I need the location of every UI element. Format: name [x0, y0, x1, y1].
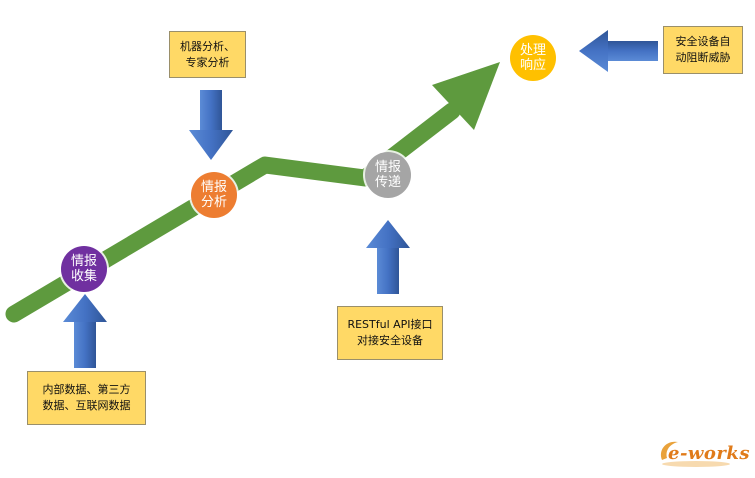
node-intel-collect: 情报 收集: [61, 246, 107, 292]
eworks-logo-text: e-works: [668, 443, 751, 464]
node-respond: 处理 响应: [510, 35, 556, 81]
note-auto-block: 安全设备自 动阻断威胁: [663, 26, 743, 74]
node-intel-transmit-line1: 情报: [374, 160, 401, 175]
note-analysis-methods-line2: 专家分析: [185, 55, 230, 69]
note-data-sources-line2: 数据、互联网数据: [42, 399, 131, 412]
down-arrow-analysis-icon: [189, 90, 233, 160]
note-auto-block-line1: 安全设备自: [675, 35, 731, 48]
note-restful-api: RESTful API接口 对接安全设备: [337, 306, 443, 360]
node-respond-line1: 处理: [519, 43, 546, 58]
up-arrow-api-icon: [366, 220, 410, 294]
note-analysis-methods-line1: 机器分析、: [180, 39, 235, 53]
note-data-sources: 内部数据、第三方 数据、互联网数据: [27, 371, 146, 425]
node-intel-transmit-line2: 传递: [374, 175, 401, 190]
progress-path: [5, 102, 461, 323]
node-intel-analyze-line2: 分析: [200, 195, 227, 210]
left-arrow-block-icon: [579, 30, 658, 72]
note-analysis-methods: 机器分析、 专家分析: [169, 31, 246, 78]
note-restful-api-line2: 对接安全设备: [357, 334, 423, 347]
progress-path-arrowhead: [432, 62, 500, 130]
up-arrow-sources-icon: [63, 294, 107, 368]
node-intel-analyze-line1: 情报: [200, 180, 227, 195]
node-respond-line2: 响应: [519, 58, 546, 73]
note-restful-api-line1: RESTful API接口: [347, 318, 433, 331]
eworks-logo-icon: [660, 441, 730, 467]
note-data-sources-line1: 内部数据、第三方: [42, 383, 131, 396]
note-auto-block-line2: 动阻断威胁: [675, 51, 731, 64]
node-intel-collect-line1: 情报: [70, 254, 97, 269]
node-intel-collect-line2: 收集: [70, 269, 97, 284]
node-intel-analyze: 情报 分析: [191, 172, 237, 218]
node-intel-transmit: 情报 传递: [365, 152, 411, 198]
